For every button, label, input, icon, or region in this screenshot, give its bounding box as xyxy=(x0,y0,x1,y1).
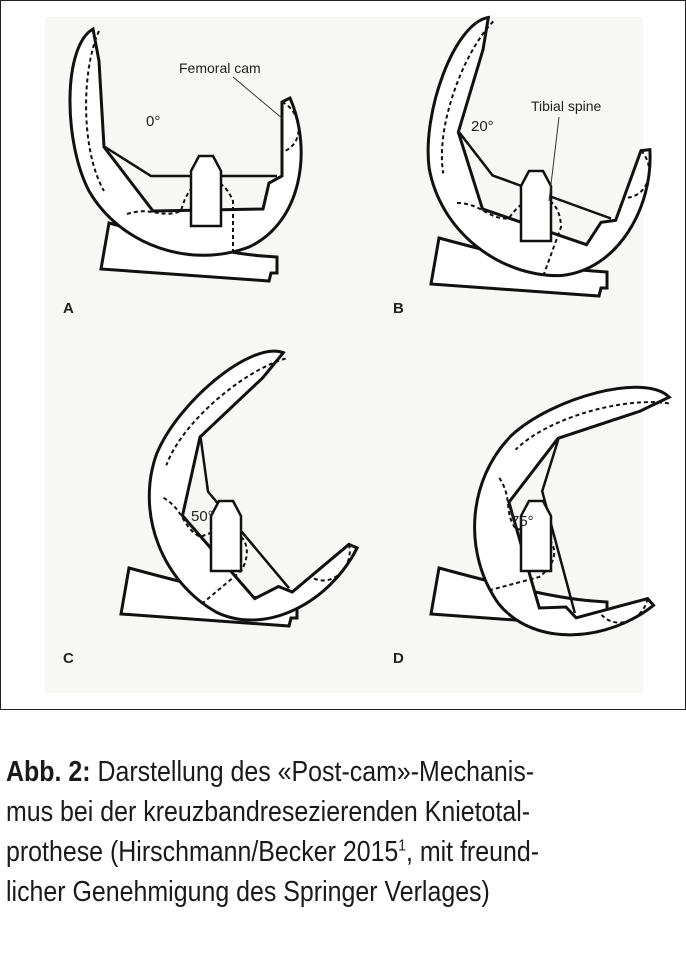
tibial-post xyxy=(209,499,243,573)
panel-letter: D xyxy=(393,650,404,667)
caption-line-3a: prothese (Hirschmann/Becker 2015 xyxy=(6,836,399,868)
figure-frame: A 0° B 20° C 50° D 75° Femoral cam Tibial spine xyxy=(0,0,686,710)
tibial-post xyxy=(519,169,553,243)
caption-line-3b: , mit freund- xyxy=(405,836,540,868)
figure-caption: Abb. 2: Darstellung des «Post-cam»-Mecha… xyxy=(6,752,660,912)
tibial-post xyxy=(519,499,553,573)
panel-letter: A xyxy=(63,300,74,317)
caption-label: Abb. 2: xyxy=(6,756,91,788)
caption-line-4: licher Genehmigung des Springer Verlages… xyxy=(6,876,490,908)
flexion-angle-label: 75° xyxy=(511,513,534,530)
knee-prosthesis-figure: A 0° B 20° C 50° D 75° Femoral cam Tibial spine xyxy=(45,8,685,693)
tibial-spine-leader xyxy=(548,116,560,202)
panel-letter: C xyxy=(63,650,74,667)
caption-reference: 1 xyxy=(398,837,406,855)
panel-letter: B xyxy=(393,300,404,317)
flexion-angle-label: 0° xyxy=(146,113,160,130)
femoral-cam-label: Femoral cam xyxy=(179,60,261,76)
caption-line-2: mus bei der kreuzbandresezierenden Kniet… xyxy=(6,796,531,828)
flexion-angle-label: 50° xyxy=(191,508,214,525)
femoral-cam-leader xyxy=(232,76,284,120)
caption-line-1: Darstellung des «Post-cam»-Mechanis- xyxy=(97,756,535,788)
tibial-spine-label: Tibial spine xyxy=(531,98,602,114)
tibial-post xyxy=(189,154,223,228)
flexion-angle-label: 20° xyxy=(471,118,494,135)
